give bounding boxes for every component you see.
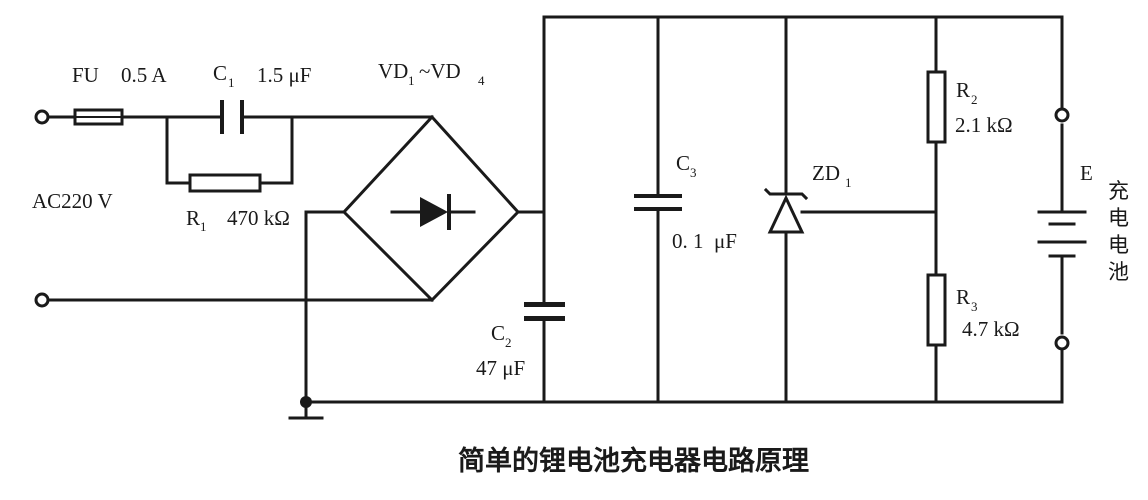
label-ac: AC220 V (32, 189, 113, 213)
label-r3-sub: 3 (971, 299, 978, 314)
label-c3: C (676, 151, 690, 175)
capacitor-c3 (634, 194, 682, 211)
label-battery-char-4: 池 (1108, 260, 1129, 284)
label-fu-rating: 0.5 A (121, 63, 167, 87)
label-vd: VD (378, 59, 408, 83)
label-fu: FU (72, 63, 99, 87)
label-c2: C (491, 321, 505, 345)
label-c1-sub: 1 (228, 75, 235, 90)
label-vd-tilde: ~VD (419, 59, 461, 83)
label-r1: R (186, 206, 200, 230)
label-battery-char-1: 充 (1108, 179, 1129, 203)
wires (47, 15, 1064, 420)
label-r3-value: 4.7 kΩ (962, 317, 1020, 341)
label-c3-sub: 3 (690, 165, 697, 180)
label-c1-value: 1.5 μF (257, 63, 311, 87)
label-r1-value: 470 kΩ (227, 206, 290, 230)
label-zd-sub: 1 (845, 175, 852, 190)
diagram-title: 简单的锂电池充电器电路原理 (458, 445, 809, 477)
label-r2-value: 2.1 kΩ (955, 113, 1013, 137)
capacitor-c2 (524, 302, 565, 321)
ac-terminal-bottom (34, 292, 50, 308)
label-e: E (1080, 161, 1093, 185)
battery-e (1037, 107, 1087, 351)
label-r2-sub: 2 (971, 92, 978, 107)
label-c2-value: 47 μF (476, 356, 525, 380)
label-r1-sub: 1 (200, 219, 207, 234)
label-battery: 充 电 电 池 (1108, 179, 1129, 284)
fuse-fu (73, 108, 124, 126)
label-vd-sub2: 4 (478, 73, 485, 88)
resistor-r2 (926, 70, 947, 144)
resistor-r1 (188, 173, 262, 193)
label-r3: R (956, 285, 970, 309)
label-vd-sub1: 1 (408, 73, 415, 88)
bridge-rectifier (341, 114, 521, 303)
ac-terminal-top (34, 109, 50, 125)
resistor-r3 (926, 273, 947, 347)
label-c2-sub: 2 (505, 335, 512, 350)
label-c3-value: 0. 1 μF (672, 229, 737, 253)
label-battery-char-3: 电 (1108, 233, 1129, 257)
label-r2: R (956, 78, 970, 102)
zener-diode-zd1 (763, 187, 809, 234)
label-c1: C (213, 61, 227, 85)
capacitor-c1 (220, 100, 244, 134)
label-battery-char-2: 电 (1108, 206, 1129, 230)
ground-junction (300, 396, 312, 408)
label-zd: ZD (812, 161, 840, 185)
